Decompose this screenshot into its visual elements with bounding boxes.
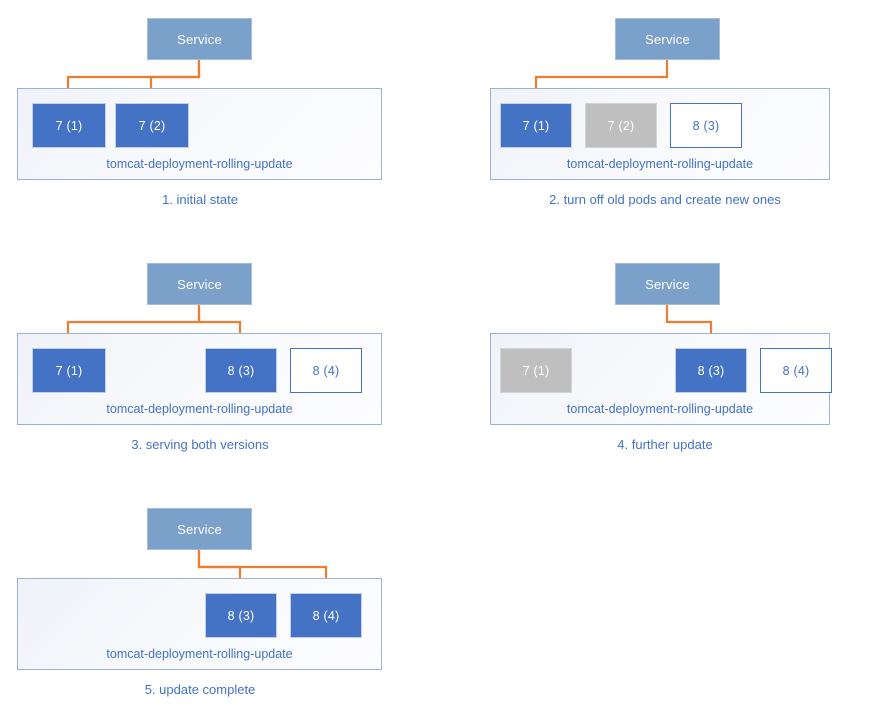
service-box[interactable]: Service <box>147 263 252 305</box>
pod-label: 7 (2) <box>138 118 166 133</box>
panel-1: Service tomcat-deployment-rolling-update… <box>0 0 435 225</box>
panel-2: Service tomcat-deployment-rolling-update… <box>435 0 870 225</box>
deployment-name-label: tomcat-deployment-rolling-update <box>566 157 754 171</box>
service-label: Service <box>177 276 222 292</box>
panel-5: Service tomcat-deployment-rolling-update… <box>0 490 435 718</box>
pod-label: 7 (1) <box>55 118 83 133</box>
pod-7-1[interactable]: 7 (1) <box>32 103 106 148</box>
pod-label: 8 (3) <box>692 118 720 133</box>
pod-8-4[interactable]: 8 (4) <box>290 593 362 638</box>
deployment-name-label: tomcat-deployment-rolling-update <box>566 402 754 416</box>
service-box[interactable]: Service <box>147 18 252 60</box>
pod-7-2[interactable]: 7 (2) <box>115 103 189 148</box>
service-box[interactable]: Service <box>615 263 720 305</box>
pod-label: 7 (1) <box>522 363 550 378</box>
pod-label: 8 (3) <box>227 363 255 378</box>
pod-label: 8 (3) <box>227 608 255 623</box>
pod-8-3[interactable]: 8 (3) <box>675 348 747 393</box>
service-box[interactable]: Service <box>615 18 720 60</box>
pod-8-3[interactable]: 8 (3) <box>205 348 277 393</box>
deployment-name-label: tomcat-deployment-rolling-update <box>106 647 293 661</box>
pod-label: 7 (1) <box>55 363 83 378</box>
pod-label: 7 (1) <box>522 118 550 133</box>
pod-label: 7 (2) <box>607 118 635 133</box>
service-label: Service <box>177 31 222 47</box>
pod-label: 8 (4) <box>312 363 340 378</box>
pod-7-1[interactable]: 7 (1) <box>32 348 106 393</box>
pod-8-3[interactable]: 8 (3) <box>670 103 742 148</box>
panel-4-caption: 4. further update <box>617 437 713 452</box>
deployment-name-label: tomcat-deployment-rolling-update <box>106 157 293 171</box>
panel-4: Service tomcat-deployment-rolling-update… <box>435 245 870 470</box>
deployment-name-label: tomcat-deployment-rolling-update <box>106 402 293 416</box>
service-label: Service <box>645 31 690 47</box>
pod-8-4[interactable]: 8 (4) <box>760 348 832 393</box>
service-label: Service <box>645 276 690 292</box>
pod-7-2[interactable]: 7 (2) <box>585 103 657 148</box>
panel-3: Service tomcat-deployment-rolling-update… <box>0 245 435 470</box>
pod-label: 8 (4) <box>782 363 810 378</box>
panel-3-caption: 3. serving both versions <box>131 437 269 452</box>
pod-label: 8 (3) <box>697 363 725 378</box>
pod-7-1[interactable]: 7 (1) <box>500 103 572 148</box>
panel-1-caption: 1. initial state <box>162 192 238 207</box>
pod-8-3[interactable]: 8 (3) <box>205 593 277 638</box>
pod-8-4[interactable]: 8 (4) <box>290 348 362 393</box>
service-label: Service <box>177 521 222 537</box>
pod-7-1[interactable]: 7 (1) <box>500 348 572 393</box>
panel-5-caption: 5. update complete <box>144 682 256 697</box>
panel-2-caption: 2. turn off old pods and create new ones <box>549 192 781 207</box>
pod-label: 8 (4) <box>312 608 340 623</box>
service-box[interactable]: Service <box>147 508 252 550</box>
